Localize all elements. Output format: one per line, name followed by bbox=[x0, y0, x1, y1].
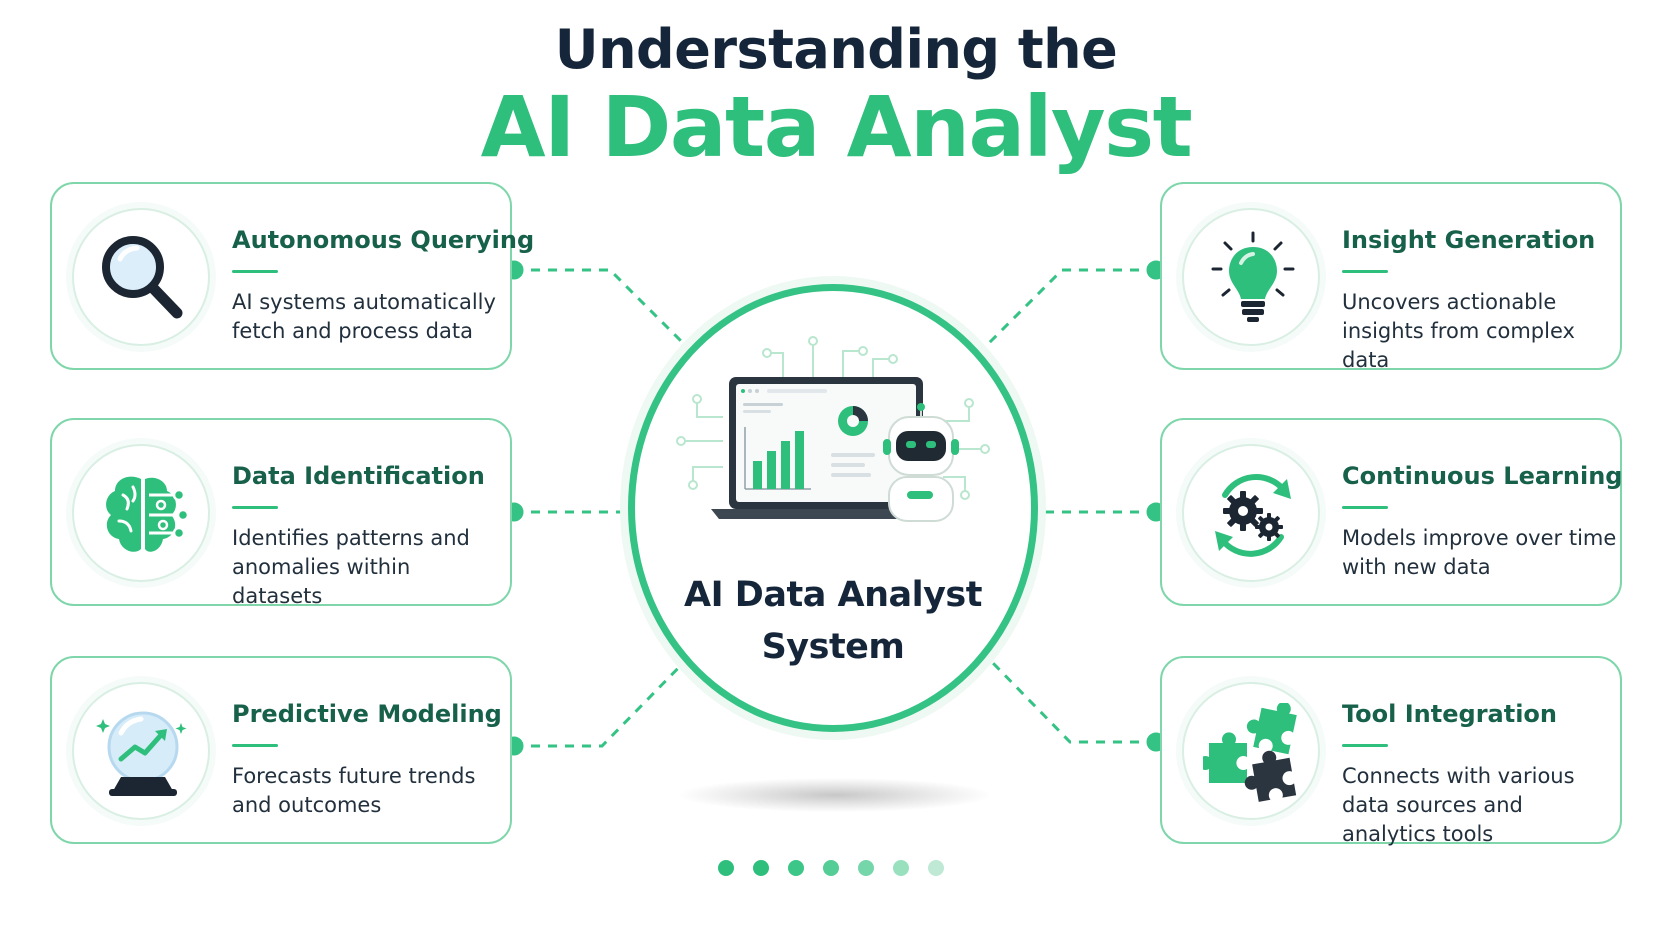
connector-tool-integration bbox=[988, 658, 1156, 744]
page-title-top: Understanding the bbox=[554, 18, 1118, 81]
connector-insight-generation bbox=[980, 268, 1156, 352]
card-description: Models improve over time with new data bbox=[1342, 526, 1617, 579]
circuit-icon bbox=[685, 345, 981, 491]
card-title: Data Identification bbox=[232, 462, 485, 490]
card-title: Autonomous Querying bbox=[232, 226, 535, 254]
icon-ring bbox=[1182, 208, 1320, 346]
lightbulb-icon bbox=[1211, 231, 1295, 322]
pagination-dot[interactable] bbox=[858, 860, 874, 876]
card-tool-integration[interactable]: Tool Integration Connects with various d… bbox=[1160, 656, 1622, 846]
title-divider bbox=[232, 744, 278, 747]
card-description: AI systems automatically fetch and proce… bbox=[232, 290, 496, 343]
icon-ring bbox=[1182, 682, 1320, 820]
center-shadow bbox=[680, 778, 990, 812]
laptop-robot-illustration bbox=[676, 336, 990, 522]
pagination-dot[interactable] bbox=[893, 860, 909, 876]
gears-cycle-icon bbox=[1215, 474, 1291, 557]
pagination-dot[interactable] bbox=[753, 860, 769, 876]
card-data-identification[interactable]: Data Identification Identifies patterns … bbox=[50, 418, 512, 608]
crystal-ball-icon bbox=[96, 711, 187, 796]
card-continuous-learning[interactable]: Continuous Learning Models improve over … bbox=[1160, 418, 1622, 606]
icon-ring bbox=[72, 208, 210, 346]
card-insight-generation[interactable]: Insight Generation Uncovers actionable i… bbox=[1160, 182, 1622, 372]
card-predictive-modeling[interactable]: Predictive Modeling Forecasts future tre… bbox=[50, 656, 512, 844]
pagination-dot[interactable] bbox=[788, 860, 804, 876]
icon-ring bbox=[72, 444, 210, 582]
magnifier-icon bbox=[102, 236, 183, 319]
title-divider bbox=[1342, 744, 1388, 747]
card-title: Predictive Modeling bbox=[232, 700, 502, 728]
center-title-line1: AI Data Analyst bbox=[684, 575, 983, 615]
center-hub[interactable]: AI Data Analyst System bbox=[628, 284, 1038, 732]
pagination-dot[interactable] bbox=[928, 860, 944, 876]
card-description: Identifies patterns and anomalies within… bbox=[232, 526, 470, 608]
card-description: Uncovers actionable insights from comple… bbox=[1342, 290, 1575, 372]
connector-autonomous-querying bbox=[514, 268, 692, 352]
center-title-line2: System bbox=[761, 627, 905, 667]
pagination-dots bbox=[718, 860, 944, 876]
robot-icon bbox=[883, 403, 959, 522]
title-divider bbox=[1342, 270, 1388, 273]
connector-predictive-modeling bbox=[514, 654, 692, 748]
card-title: Tool Integration bbox=[1342, 700, 1557, 728]
title-divider bbox=[232, 270, 278, 273]
card-title: Insight Generation bbox=[1342, 226, 1596, 254]
page-title-main: AI Data Analyst bbox=[480, 78, 1193, 176]
icon-ring bbox=[72, 682, 210, 820]
center-title: AI Data Analyst System bbox=[635, 569, 1031, 673]
card-autonomous-querying[interactable]: Autonomous Querying AI systems automatic… bbox=[50, 182, 534, 370]
laptop-dashboard-icon bbox=[711, 377, 941, 519]
pagination-dot[interactable] bbox=[718, 860, 734, 876]
card-description: Forecasts future trends and outcomes bbox=[232, 764, 476, 817]
brain-circuit-icon bbox=[106, 476, 190, 552]
card-description: Connects with various data sources and a… bbox=[1342, 764, 1575, 846]
title-divider bbox=[1342, 506, 1388, 509]
card-title: Continuous Learning bbox=[1342, 462, 1623, 490]
puzzle-icon bbox=[1203, 703, 1297, 802]
pagination-dot[interactable] bbox=[823, 860, 839, 876]
icon-ring bbox=[1182, 444, 1320, 582]
title-divider bbox=[232, 506, 278, 509]
